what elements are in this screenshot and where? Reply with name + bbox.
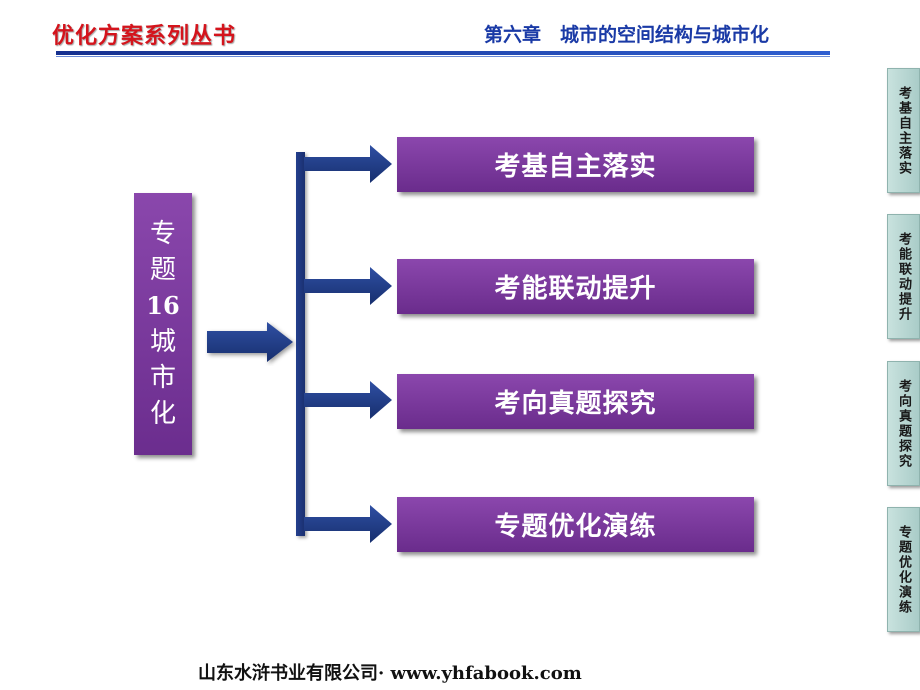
side-tab-kaoneng[interactable]: 考能联动提升: [887, 214, 920, 339]
chapter-title: 第六章 城市的空间结构与城市化: [484, 24, 770, 46]
menu-button-zhuanti[interactable]: 专题优化演练: [397, 497, 754, 552]
side-tab-label: 专题优化演练: [896, 524, 911, 615]
topic-char: 城: [149, 327, 176, 357]
side-tab-kaoji[interactable]: 考基自主落实: [887, 68, 920, 193]
header-divider: [56, 51, 830, 55]
branch-arrow-icon: [304, 505, 392, 543]
side-tab-label: 考基自主落实: [896, 85, 911, 176]
side-tab-label: 考向真题探究: [896, 378, 911, 469]
branch-arrow-icon: [304, 381, 392, 419]
topic-char: 化: [149, 399, 176, 429]
topic-char: 市: [149, 363, 176, 393]
branch-arrow-icon: [304, 145, 392, 183]
series-title: 优化方案系列丛书: [52, 24, 237, 49]
side-tab-kaoxiang[interactable]: 考向真题探究: [887, 361, 920, 486]
side-tab-label: 考能联动提升: [896, 231, 911, 322]
topic-char: 题: [149, 255, 176, 285]
side-tab-zhuanti[interactable]: 专题优化演练: [887, 507, 920, 632]
footer-publisher: 山东水浒书业有限公司· www.yhfabook.com: [198, 663, 582, 684]
topic-number: 16: [146, 291, 180, 320]
topic-box: 专 题 16 城 市 化: [134, 193, 192, 455]
menu-button-kaoneng[interactable]: 考能联动提升: [397, 259, 754, 314]
main-arrow-icon: [207, 322, 293, 362]
connector-bar: [296, 152, 305, 536]
menu-button-kaoxiang[interactable]: 考向真题探究: [397, 374, 754, 429]
menu-button-kaoji[interactable]: 考基自主落实: [397, 137, 754, 192]
branch-arrow-icon: [304, 267, 392, 305]
topic-char: 专: [149, 219, 176, 249]
header-divider-thin: [56, 56, 830, 57]
